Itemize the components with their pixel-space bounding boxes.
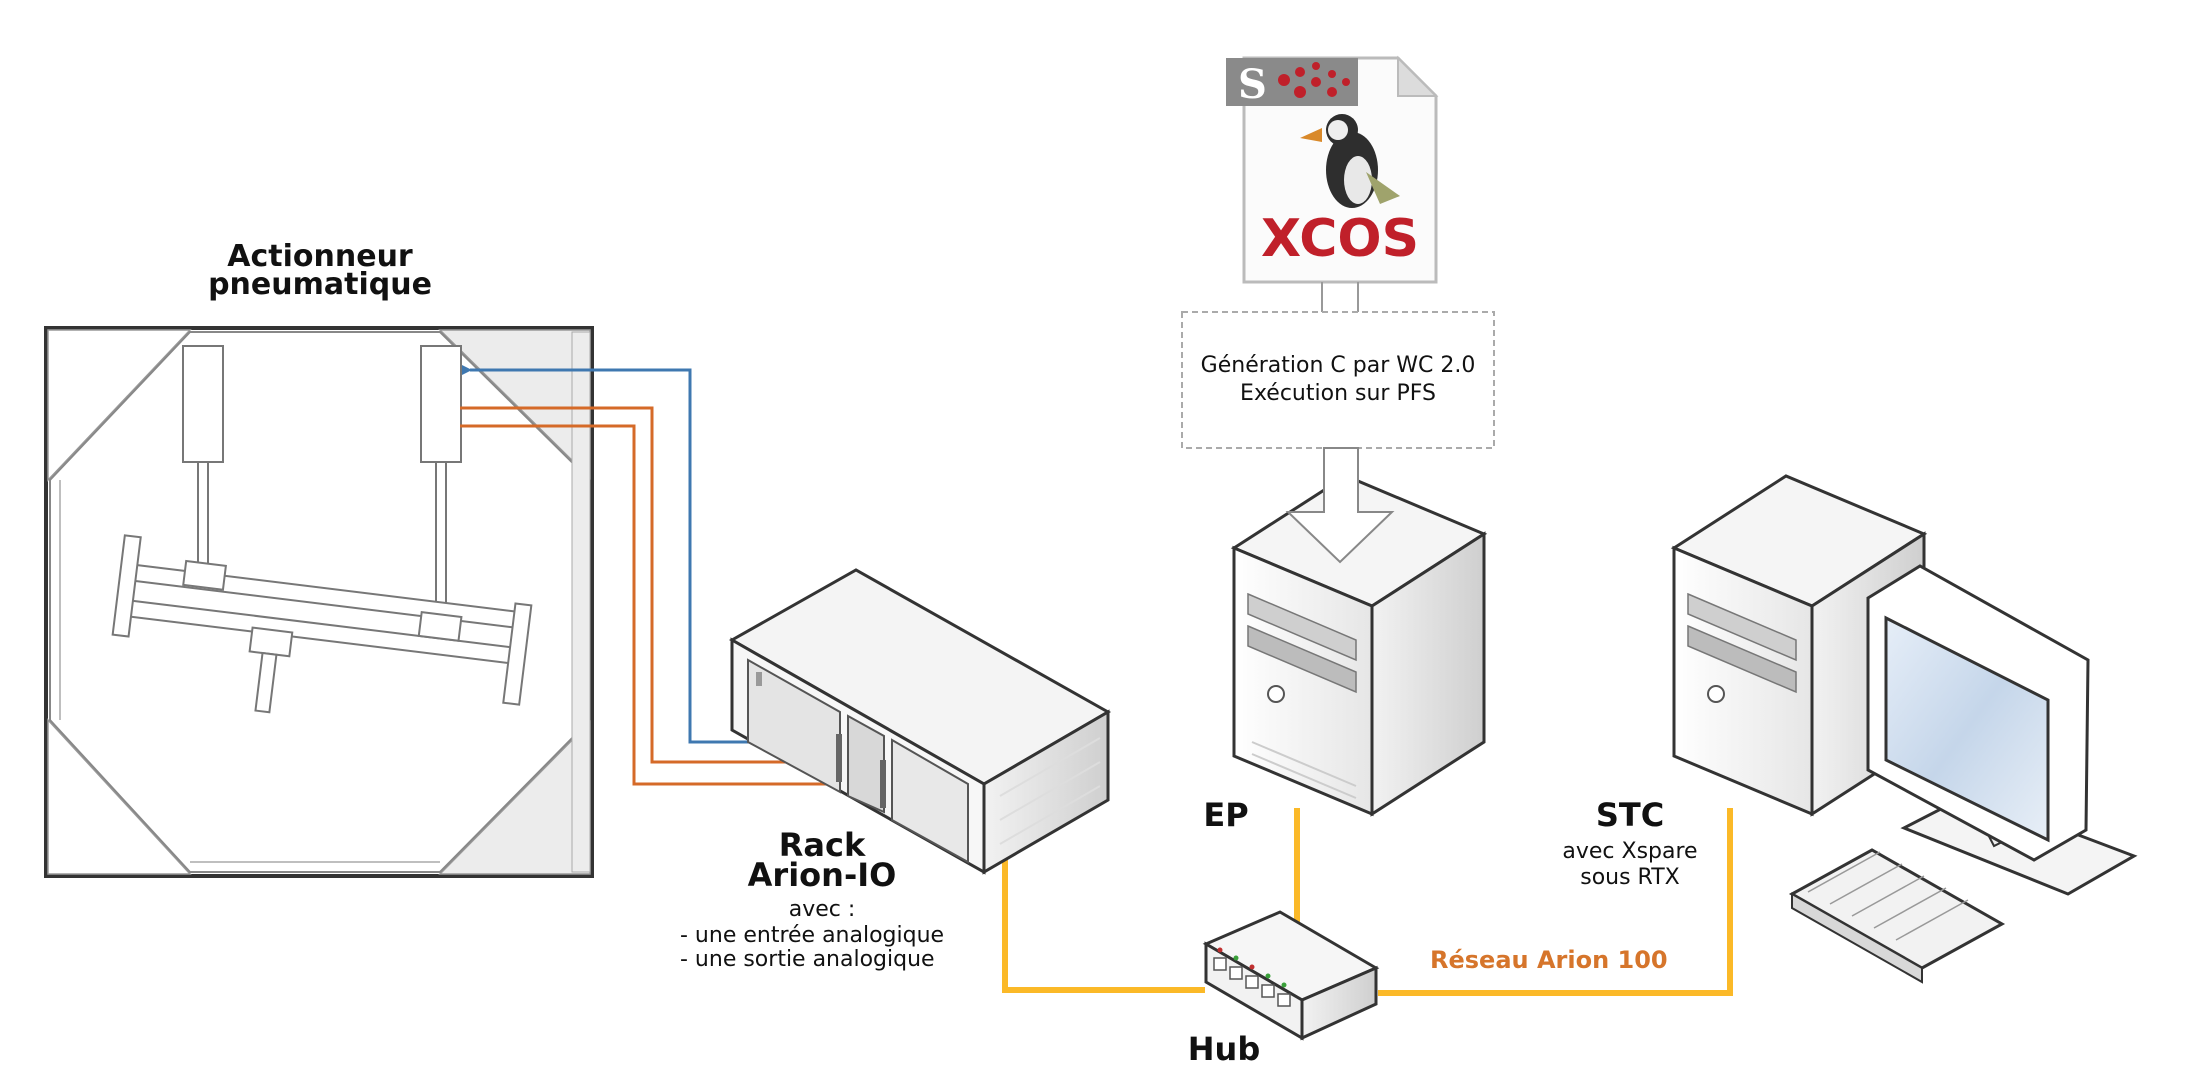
scilab-logo-letter: S bbox=[1238, 61, 1267, 108]
generation-line1: Génération C par WC 2.0 bbox=[1201, 353, 1476, 378]
flow-arrow bbox=[1285, 447, 1395, 564]
stc-screen bbox=[1884, 615, 2050, 843]
stc-desc-line1: avec Xspare bbox=[1562, 839, 1697, 864]
stc-monitor bbox=[1866, 564, 2138, 896]
xcos-label: XCOS bbox=[1261, 209, 1419, 269]
xcos-file-icon: S XCOS bbox=[1226, 55, 1439, 284]
cylinder-right bbox=[420, 345, 462, 463]
rack-arion-io bbox=[728, 568, 1112, 875]
actuator-title-line1: Actionneur bbox=[227, 239, 413, 274]
actuator-octagon bbox=[49, 331, 589, 873]
scilab-logo-bar bbox=[1226, 58, 1358, 106]
wire-input-orange-2 bbox=[460, 424, 876, 790]
stc-desc-line2: sous RTX bbox=[1580, 865, 1680, 890]
cable-hub-stc bbox=[1378, 808, 1733, 996]
stc-keyboard bbox=[1788, 848, 2006, 984]
cable-rack-hub bbox=[1002, 858, 1205, 993]
ep-label: EP bbox=[1203, 796, 1248, 834]
rack-desc-line1: avec : bbox=[789, 897, 856, 922]
rack-title-line1: Rack bbox=[779, 826, 866, 864]
stc-label: STC bbox=[1596, 796, 1664, 834]
generation-box: Génération C par WC 2.0 Exécution sur PF… bbox=[1181, 311, 1495, 449]
hub-label: Hub bbox=[1188, 1030, 1260, 1068]
pneumatic-actuator bbox=[44, 326, 594, 878]
puffin-icon bbox=[1300, 114, 1400, 208]
actuator-title-line2: pneumatique bbox=[208, 267, 432, 302]
network-cables bbox=[1002, 808, 1733, 996]
wire-input-orange-1 bbox=[460, 406, 874, 768]
rack-title-line2: Arion-IO bbox=[748, 856, 897, 894]
rack-desc-line3: - une sortie analogique bbox=[680, 947, 935, 972]
rack-desc-line2: - une entrée analogique bbox=[680, 923, 944, 948]
generation-line2: Exécution sur PFS bbox=[1240, 381, 1436, 406]
cylinder-left bbox=[182, 345, 224, 463]
network-label: Réseau Arion 100 bbox=[1430, 946, 1668, 974]
beam-assembly bbox=[111, 534, 533, 714]
hub bbox=[1202, 910, 1380, 1041]
